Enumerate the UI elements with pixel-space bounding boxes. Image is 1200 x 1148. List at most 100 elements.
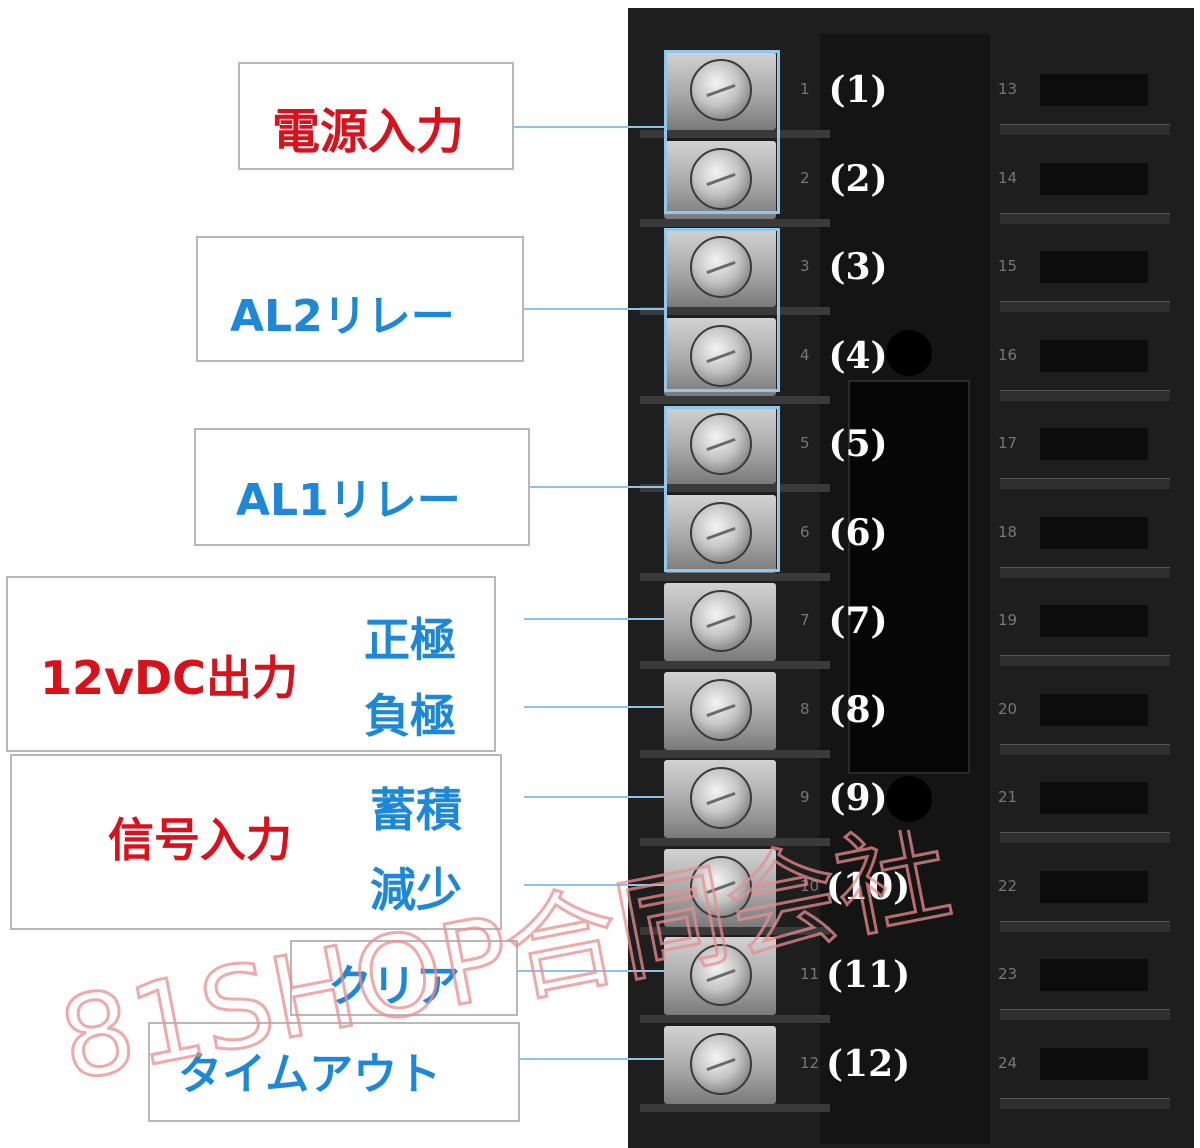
terminal-screw-11 bbox=[690, 944, 752, 1006]
right-terminal-slot bbox=[1040, 1047, 1148, 1080]
terminal-divider bbox=[640, 1015, 830, 1023]
label-box-clear bbox=[290, 940, 518, 1016]
mounting-hole-upper bbox=[886, 330, 932, 376]
label-box-dc-output bbox=[6, 576, 496, 752]
right-terminal-slot bbox=[1040, 162, 1148, 195]
terminal-screw-10 bbox=[690, 855, 752, 918]
terminal-divider bbox=[640, 572, 830, 581]
right-terminal-fin bbox=[1000, 566, 1170, 578]
terminal-small-number: 7 bbox=[800, 611, 810, 629]
terminal-small-number: 9 bbox=[800, 788, 810, 806]
right-terminal-fin bbox=[1000, 389, 1170, 401]
terminal-number: (7) bbox=[828, 600, 888, 642]
right-terminal-fin bbox=[1000, 1009, 1170, 1020]
leader-line-timeout bbox=[520, 1058, 664, 1060]
terminal-divider bbox=[640, 130, 830, 138]
mounting-hole-lower bbox=[886, 776, 932, 822]
right-terminal-fin bbox=[1000, 478, 1170, 489]
label-box-al1 bbox=[194, 428, 530, 546]
terminal-divider bbox=[640, 749, 830, 758]
center-window bbox=[848, 380, 970, 774]
right-terminal-slot bbox=[1040, 516, 1148, 549]
label-box-signal-input bbox=[10, 754, 502, 930]
terminal-screw-1 bbox=[690, 59, 752, 121]
terminal-small-number: 6 bbox=[800, 522, 810, 541]
terminal-number: (12) bbox=[826, 1042, 911, 1085]
right-terminal-fin bbox=[1000, 743, 1170, 755]
terminal-small-number: 8 bbox=[800, 699, 810, 718]
right-terminal-fin bbox=[1000, 301, 1170, 312]
terminal-screw-4 bbox=[690, 324, 752, 387]
leader-line-count-up bbox=[524, 796, 664, 798]
right-terminal-fin bbox=[1000, 124, 1170, 135]
terminal-screw-7 bbox=[690, 590, 752, 652]
right-terminal-number: 21 bbox=[998, 788, 1018, 806]
terminal-divider bbox=[640, 1103, 830, 1112]
label-al2-relay: AL2リレー bbox=[230, 291, 455, 342]
right-terminal-slot bbox=[1040, 74, 1148, 106]
terminal-small-number: 3 bbox=[800, 257, 810, 275]
terminal-number: (4) bbox=[828, 334, 888, 377]
right-terminal-slot bbox=[1040, 782, 1148, 814]
terminal-screw-8 bbox=[690, 678, 752, 741]
terminal-number: (2) bbox=[828, 157, 888, 200]
terminal-divider bbox=[640, 218, 830, 227]
group-frame-al1 bbox=[664, 406, 780, 572]
terminal-small-number: 2 bbox=[800, 168, 810, 187]
terminal-number: (10) bbox=[826, 865, 911, 908]
right-terminal-slot bbox=[1040, 959, 1148, 991]
terminal-number: (9) bbox=[828, 777, 888, 819]
leader-line-negative bbox=[524, 706, 664, 708]
right-terminal-number: 24 bbox=[998, 1053, 1018, 1072]
leader-line-count-down bbox=[524, 884, 664, 886]
label-box-power bbox=[238, 62, 514, 170]
right-terminal-slot bbox=[1040, 605, 1148, 637]
terminal-screw-9 bbox=[690, 767, 752, 829]
terminal-divider bbox=[640, 661, 830, 669]
label-negative: 負極 bbox=[364, 689, 456, 743]
terminal-screw-2 bbox=[690, 147, 752, 210]
label-power-input: 電源入力 bbox=[272, 104, 465, 160]
right-terminal-number: 17 bbox=[998, 434, 1018, 452]
terminal-small-number: 10 bbox=[800, 876, 820, 895]
right-terminal-number: 14 bbox=[998, 168, 1018, 187]
terminal-screw-5 bbox=[690, 413, 752, 475]
terminal-number: (6) bbox=[828, 511, 888, 554]
right-terminal-fin bbox=[1000, 832, 1170, 843]
terminal-screw-12 bbox=[690, 1032, 752, 1095]
leader-line-clear bbox=[518, 970, 664, 972]
label-positive: 正極 bbox=[364, 613, 456, 667]
right-terminal-slot bbox=[1040, 339, 1148, 372]
group-frame-al2 bbox=[664, 228, 780, 392]
terminal-divider bbox=[640, 395, 830, 404]
terminal-number: (5) bbox=[828, 423, 888, 465]
right-terminal-fin bbox=[1000, 920, 1170, 932]
terminal-small-number: 5 bbox=[800, 434, 810, 452]
right-terminal-fin bbox=[1000, 212, 1170, 224]
terminal-number: (8) bbox=[828, 688, 888, 731]
right-terminal-slot bbox=[1040, 870, 1148, 903]
right-terminal-number: 16 bbox=[998, 345, 1018, 364]
terminal-number: (11) bbox=[826, 954, 911, 996]
terminal-small-number: 11 bbox=[800, 965, 820, 983]
right-terminal-fin bbox=[1000, 655, 1170, 666]
leader-line-power bbox=[514, 126, 664, 128]
terminal-screw-3 bbox=[690, 236, 752, 298]
right-terminal-slot bbox=[1040, 693, 1148, 726]
label-count-up: 蓄積 bbox=[370, 783, 462, 837]
label-timeout: タイムアウト bbox=[178, 1049, 442, 1100]
right-terminal-number: 13 bbox=[998, 80, 1018, 98]
right-terminal-slot bbox=[1040, 251, 1148, 283]
label-clear: クリア bbox=[328, 961, 460, 1012]
leader-line-al1 bbox=[530, 486, 664, 488]
label-al1-relay: AL1リレー bbox=[236, 475, 461, 526]
right-terminal-number: 23 bbox=[998, 965, 1018, 983]
terminal-divider bbox=[640, 838, 830, 846]
label-count-down: 減少 bbox=[370, 863, 462, 917]
terminal-number: (3) bbox=[828, 246, 888, 288]
terminal-small-number: 12 bbox=[800, 1053, 820, 1072]
terminal-small-number: 1 bbox=[800, 80, 810, 98]
terminal-number: (1) bbox=[828, 69, 888, 111]
group-frame-power bbox=[664, 50, 780, 214]
label-box-al2 bbox=[196, 236, 524, 362]
